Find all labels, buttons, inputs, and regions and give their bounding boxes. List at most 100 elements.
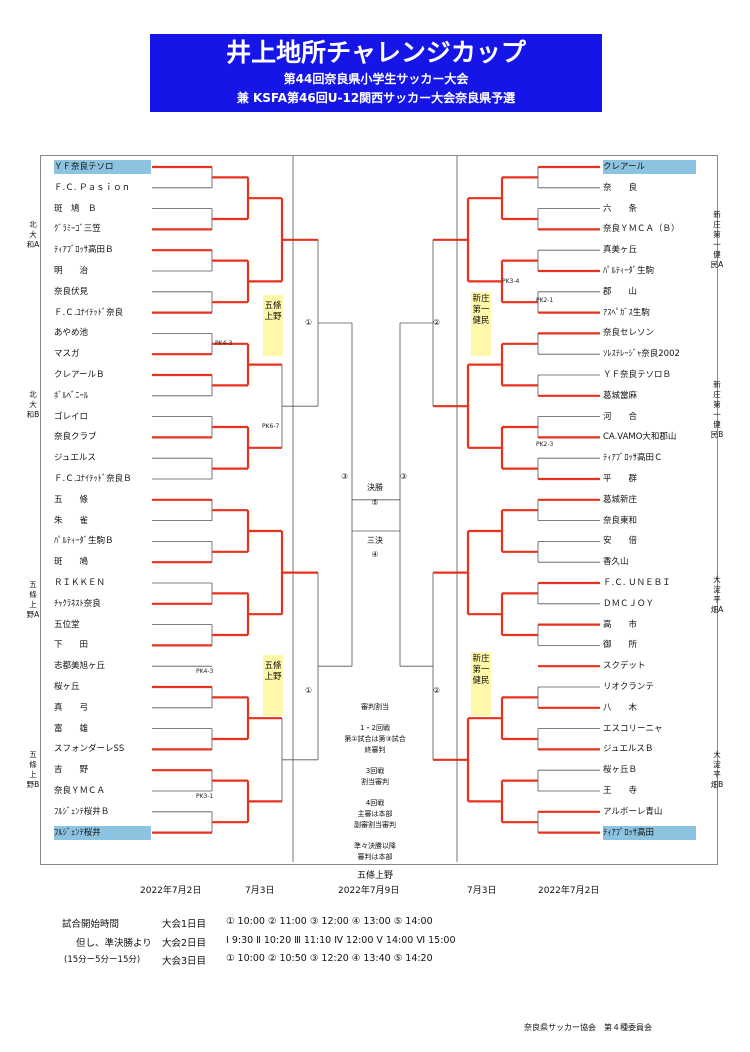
referee-notes: 審判割当 1・2回戦 第①試合は第③試合 終審判 3回戦 割当審判 4回戦 主審… [325,702,425,863]
team-name: 明 治 [54,266,89,276]
venue-box: 新庄第一健民 [471,292,491,356]
schedule-note: 但し、準決勝より [76,938,152,949]
group-label: 大淀平畑A [710,575,724,614]
group-label: 五條上野B [26,750,40,789]
tournament-subtitle: 第44回奈良県小学生サッカー大会 [283,72,469,86]
title-banner: 井上地所チャレンジカップ 第44回奈良県小学生サッカー大会 兼 KSFA第46回… [150,34,602,112]
team-name: 奈良ＹＭＣＡ [54,786,106,796]
ref-title: 審判割当 [361,703,389,711]
venue-box: 五條上野 [263,295,283,356]
team-name: 富 雄 [54,723,89,734]
team-name: ﾁｬｸﾗﾈｽﾄ奈良 [54,598,101,609]
team-name: 葛城當麻 [603,390,638,401]
ref-line: 1・2回戦 [360,724,390,732]
team-name: Ｆ.Ｃ. Ｐａｓｉｏｎ [54,182,131,193]
team-name: 奈良ＹＭＣＡ（Ｂ） [603,224,680,235]
team-name: スクデット [603,661,646,672]
team-name: ＹＦ奈良テソロＢ [603,370,672,380]
pk-label: PK3-4 [502,278,520,285]
match-number: ② [433,686,441,695]
ref-line: 割当審判 [361,778,389,786]
match-number: ① [305,686,313,695]
team-name: 斑 鳩 [54,557,89,568]
third-place-label: 三決 [367,536,383,545]
date-left-r2: 7月3日 [245,886,275,896]
ref-line: 第①試合は第③試合 [344,735,406,743]
ref-line: 4回戦 [365,799,385,807]
venue-box: 新庄第一健民 [471,652,491,716]
pk-label: PK2-3 [536,441,554,448]
team-name: ﾌﾙｼﾞｪﾝﾃ桜井Ｂ [54,806,110,817]
ref-line: 主審は本部 [357,810,393,818]
ref-line: 副審割当審判 [354,821,396,829]
venue-box: 五條上野 [263,655,283,716]
team-name: ｱｽﾍﾟｶﾞｽ生駒 [603,307,650,318]
match-number: ③ [400,472,408,481]
pk-label: PK2-1 [536,297,554,304]
team-name: エスコリーニャ [603,723,663,734]
team-name: 五 條 [54,494,89,505]
team-name: ﾊﾟﾙﾃｨｰﾀﾞ生駒 [603,266,655,276]
team-name: 桜ヶ丘Ｂ [603,765,638,776]
group-label: 大淀平畑B [710,750,724,789]
final-number: ⑤ [371,498,379,507]
team-name: 下 田 [54,640,89,651]
team-name: クレアール [603,160,696,174]
team-name: 河 合 [603,411,638,422]
schedule-times: Ⅰ 9:30 Ⅱ 10:20 Ⅲ 11:10 Ⅳ 12:00 Ⅴ 14:00 Ⅵ… [226,935,456,946]
team-name: スフォンダーレSS [54,744,125,755]
pk-label: PK4-3 [215,340,233,347]
team-name: 真 弓 [54,702,89,713]
final-venue: 五條上野 [356,871,393,881]
match-number: ① [305,318,313,327]
footer-credit: 奈良県サッカー協会 第４種委員会 [524,1023,652,1032]
ref-line: 審判は本部 [357,853,393,861]
team-name: あやめ池 [54,328,89,339]
group-label: 新庄第一健民B [710,380,724,439]
team-name: 高 市 [603,619,638,630]
team-name: マスガ [54,349,80,360]
ref-line: 3回戦 [365,767,385,775]
team-name: ＲＩＫＫＥＮ [54,578,106,588]
pk-label: PK3-1 [196,793,214,800]
team-name: ＹＦ奈良テソロ [54,160,151,174]
group-label: 北大和B [26,390,40,419]
team-name: ｸﾞﾗﾐｰｺﾞ三笠 [54,224,101,235]
team-name: 平 群 [603,474,638,484]
team-name: ＤＭＣＪＯＹ [603,598,655,609]
team-name: クレアールＢ [54,370,105,380]
group-label: 五條上野A [26,580,40,619]
schedule-times: ① 10:00 ② 10:50 ③ 12:20 ④ 13:40 ⑤ 14:20 [226,953,433,964]
team-name: 御 所 [603,640,638,651]
team-name: Ｆ.Ｃ.ﾕﾅｲﾃｯﾄﾞ奈良Ｂ [54,474,132,484]
team-name: 五位堂 [54,619,80,630]
group-label: 北大和A [26,220,40,249]
pk-label: PK6-7 [262,423,280,430]
schedule-day-label: 大会2日目 [162,938,207,949]
team-name: CA.VAMO大和郡山 [603,432,677,443]
team-name: ﾎﾞﾙﾍﾞﾆｰﾙ [54,390,89,401]
team-name: 桜ヶ丘 [54,682,80,692]
team-name: リオクランテ [603,682,654,692]
ref-line: 終審判 [364,746,386,754]
schedule-times: ① 10:00 ② 11:00 ③ 12:00 ④ 13:00 ⑤ 14:00 [226,916,433,927]
team-name: ジュエルスＢ [603,744,654,755]
team-name: 朱 雀 [54,515,89,526]
final-label: 決勝 [367,483,383,492]
team-name: 奈良クラブ [54,432,97,443]
team-name: 奈良伏見 [54,286,89,297]
team-name: 斑 鳩 Ｂ [54,203,97,214]
date-right-r1: 2022年7月2日 [538,886,600,896]
team-name: ゴレイロ [54,411,89,422]
team-name: 奈良セレソン [603,328,655,339]
schedule-note: (15分ー5分ー15分) [64,955,141,965]
bracket-frame [40,155,718,865]
pk-label: PK4-3 [196,668,214,675]
team-name: Ｆ.Ｃ.ﾕﾅｲﾃｯﾄﾞ奈良 [54,307,124,318]
team-name: ｿﾚｽﾃﾚｰｼﾞｬ奈良2002 [603,349,680,360]
date-right-r2: 7月3日 [467,886,497,896]
team-name: ﾃｨｱﾌﾞﾛｯｻ高田 [603,825,696,840]
date-left-r1: 2022年7月2日 [140,886,202,896]
ref-line: 準々決勝以降 [354,842,396,850]
